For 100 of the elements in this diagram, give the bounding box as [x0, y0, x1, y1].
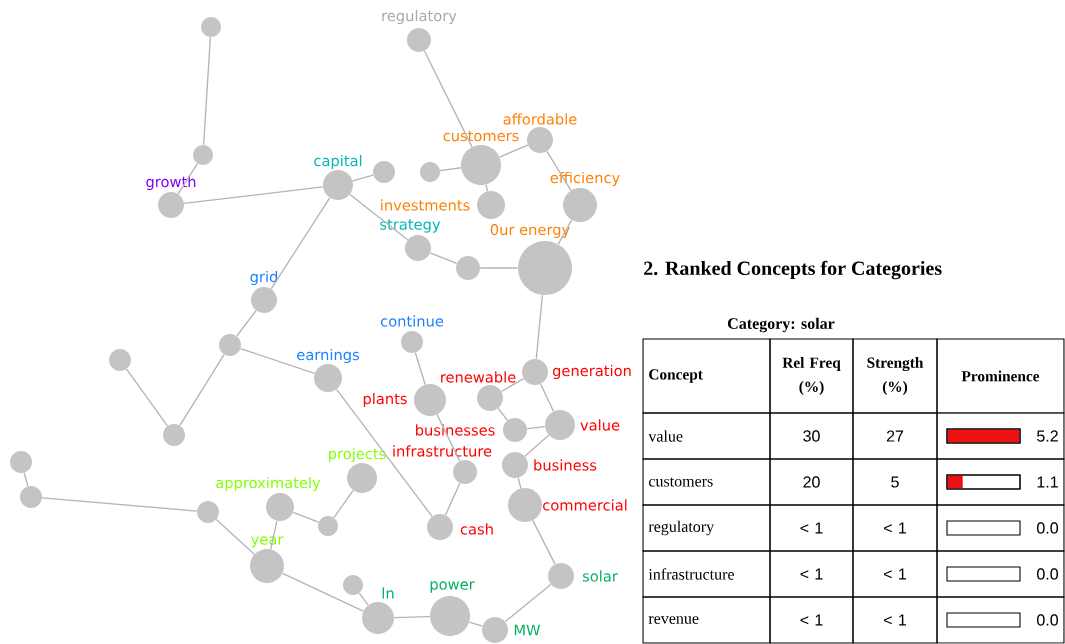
- concept-label: affordable: [503, 113, 577, 125]
- connector-line: [202, 36, 212, 146]
- connector-line: [23, 472, 29, 487]
- connector-line: [546, 150, 572, 191]
- connector-line: [352, 174, 374, 182]
- connector-line: [333, 489, 354, 519]
- table-cell: < 1: [769, 596, 854, 644]
- concept-label: solar: [582, 570, 618, 582]
- connector-line: [240, 347, 316, 375]
- connector-line: [179, 353, 225, 427]
- concept-label: earnings: [297, 348, 359, 364]
- concept-label: growth: [146, 175, 196, 191]
- table-cell: 0.0: [936, 596, 1065, 644]
- connector-line: [532, 519, 556, 565]
- concept-bubble: [10, 451, 32, 473]
- concept-label: cash: [460, 523, 493, 535]
- concept-bubble: [318, 516, 338, 536]
- concept-bubble: [456, 256, 480, 280]
- concept-bubble: [201, 17, 221, 37]
- connector-line: [358, 592, 369, 606]
- table-cell: revenue: [642, 596, 771, 644]
- concept-bubble: [109, 349, 131, 371]
- table-cell: < 1: [852, 504, 938, 552]
- concept-bubble: [219, 334, 241, 356]
- connector-line: [183, 186, 324, 205]
- concept-label: continue: [380, 315, 444, 327]
- connector-line: [500, 378, 525, 393]
- table-cell: infrastructure: [642, 550, 771, 598]
- connector-line: [177, 163, 199, 195]
- table-cell: 0.0: [936, 504, 1065, 552]
- concept-label: renewable: [441, 371, 516, 383]
- connector-line: [429, 252, 458, 265]
- connector-line: [535, 294, 544, 360]
- connector-line: [504, 583, 552, 623]
- header-cell: Rel Freq (%): [769, 338, 854, 414]
- concept-bubble: [420, 162, 440, 182]
- connector-line: [468, 621, 483, 627]
- concept-label: business: [534, 459, 597, 471]
- table-cell: 5.2: [936, 412, 1065, 460]
- concept-label: grid: [250, 270, 278, 286]
- concept-label: year: [251, 536, 284, 548]
- table-cell: 1.1: [936, 458, 1065, 506]
- concept-label: commercial: [543, 499, 627, 511]
- concept-label: efficiency: [550, 171, 620, 187]
- concept-bubble: [163, 424, 185, 446]
- table-cell: < 1: [852, 596, 938, 644]
- connector-line: [393, 615, 431, 619]
- table-cell: < 1: [769, 504, 854, 552]
- section-heading: 2. Ranked Concepts for Categories: [644, 260, 942, 280]
- header-cell: Concept: [642, 338, 771, 414]
- concept-label: capital: [314, 154, 362, 170]
- table-cell: 30: [769, 412, 854, 460]
- connector-line: [444, 482, 461, 516]
- connector-line: [540, 383, 555, 412]
- connector-line: [125, 368, 169, 427]
- concept-label: businesses: [416, 424, 495, 436]
- concept-label: ln: [382, 587, 394, 599]
- concept-label: projects: [329, 447, 386, 463]
- connector-line: [349, 193, 409, 241]
- concept-bubble: [20, 486, 42, 508]
- connector-line: [517, 477, 522, 489]
- connector-line: [479, 267, 519, 269]
- connector-line: [524, 434, 550, 457]
- table-cell: value: [642, 412, 771, 460]
- connector-line: [557, 219, 573, 245]
- table-cell: 20: [769, 458, 854, 506]
- concept-bubble: [193, 145, 213, 165]
- table-cell: 5: [852, 458, 938, 506]
- concept-label: strategy: [380, 219, 441, 233]
- table-cell: 27: [852, 412, 938, 460]
- connector-line: [335, 388, 433, 518]
- concept-label: plants: [363, 392, 407, 408]
- concept-bubble: [197, 501, 219, 523]
- table-cell: customers: [642, 458, 771, 506]
- connector-line: [526, 426, 546, 430]
- table-caption: Category: solar: [728, 317, 835, 333]
- connector-line: [439, 167, 462, 172]
- connector-line: [423, 50, 473, 148]
- connector-line: [497, 407, 509, 421]
- concept-label: investments: [381, 199, 470, 211]
- connector-line: [215, 518, 255, 555]
- connector-line: [270, 520, 278, 550]
- table-cell: regulatory: [642, 504, 771, 552]
- concept-label: infrastructure: [393, 445, 492, 457]
- concept-label: approximately: [216, 476, 321, 492]
- table-cell: < 1: [769, 550, 854, 598]
- concept-label: MW: [514, 624, 541, 636]
- concept-label: 0ur energy: [490, 224, 570, 238]
- connector-line: [41, 497, 198, 512]
- concept-label: customers: [443, 130, 519, 142]
- concept-label: value: [580, 419, 620, 431]
- concept-label: generation: [552, 364, 631, 380]
- table-cell: 0.0: [936, 550, 1065, 598]
- table-cell: < 1: [852, 550, 938, 598]
- concept-label: regulatory: [382, 9, 457, 25]
- connector-line: [485, 184, 489, 192]
- concept-label: power: [430, 581, 475, 593]
- header-cell: Strength (%): [852, 338, 938, 414]
- connector-line: [281, 572, 364, 612]
- connector-line: [292, 511, 320, 523]
